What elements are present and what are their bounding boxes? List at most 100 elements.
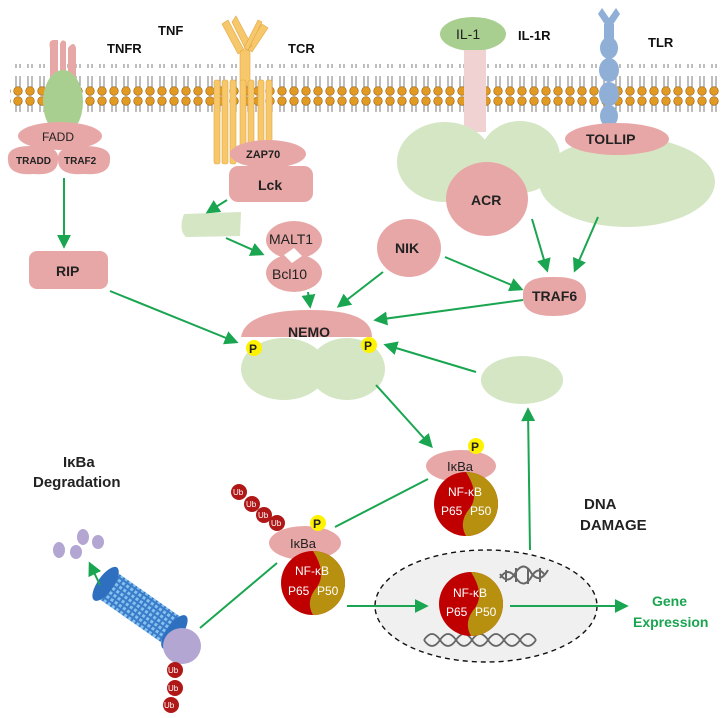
il1-ligand: [440, 17, 506, 51]
phospho-label-left: P: [249, 342, 257, 356]
zap70-label: ZAP70: [246, 149, 280, 161]
lck-node: [229, 166, 313, 202]
il1r-label: IL-1R: [518, 28, 551, 43]
tnf-label: TNF: [158, 23, 183, 38]
tlr-receptor: [598, 8, 620, 127]
arrow-nik-traf6: [444, 256, 524, 292]
tlr-label: TLR: [648, 35, 674, 50]
nik-label: NIK: [395, 240, 419, 256]
p50-label-mid: P50: [317, 584, 339, 598]
line-to-proteasome: [199, 562, 278, 629]
traf6-label: TRAF6: [532, 288, 577, 304]
rip-label: RIP: [56, 263, 79, 279]
traf2-label: TRAF2: [64, 156, 97, 167]
arrow-traf6-nemo: [373, 299, 524, 326]
nfkb-label-nucleus: NF-κB: [453, 586, 487, 600]
tlr-adaptor-complex: [539, 137, 715, 227]
tollip-node: [565, 123, 669, 155]
arrow-proteasome-fragments: [88, 561, 102, 586]
arrow-nemo-ikba: [375, 384, 433, 449]
malt1-node: [266, 221, 322, 259]
ub-label-prot-3: Ub: [164, 701, 175, 710]
proteasome-icon: [92, 566, 201, 664]
nfkb-complex-nucleus: [439, 572, 503, 636]
ub-label-prot-2: Ub: [168, 684, 179, 693]
nemo-phospho-right: [361, 337, 377, 353]
dna-damage-label-1: DNA: [584, 496, 617, 513]
malt1-bcl10-link: [284, 248, 302, 263]
il1-label: IL-1: [456, 26, 480, 42]
ub-label-ikba-3: Ub: [258, 511, 269, 520]
tcr-label: TCR: [288, 41, 315, 56]
arrow-bcl10-nemo: [301, 291, 316, 309]
ub-chain-proteasome: [163, 662, 183, 713]
tollip-label: TOLLIP: [586, 131, 636, 147]
ub-label-ikba-1: Ub: [233, 488, 244, 497]
tnfr-label: TNFR: [107, 41, 142, 56]
fadd-node: [18, 122, 102, 150]
nemo-node: [241, 310, 372, 337]
nfkb-label-mid: NF-κB: [295, 564, 329, 578]
ikba-label-top: IκBa: [447, 459, 474, 474]
adaptor-box: [181, 212, 241, 237]
malt1-label: MALT1: [269, 231, 313, 247]
dna-damage-label-2: DAMAGE: [580, 517, 647, 534]
ikba-degradation-label-2: Degradation: [33, 474, 121, 491]
gene-expression-label-1: Gene: [652, 593, 687, 609]
il1r-receptor: [464, 50, 486, 132]
traf6-node: [522, 276, 587, 316]
p65-label-nucleus: P65: [446, 605, 468, 619]
arrow-nik-nemo: [336, 271, 384, 308]
arrow-rip-nemo: [109, 290, 239, 345]
ub-chain-ikba: [231, 484, 285, 531]
arrow-acr-traf6: [531, 218, 551, 273]
tnfr-receptor: [43, 40, 83, 134]
arrow-tollip-traf6: [573, 216, 599, 273]
ikba-phospho-badge: [468, 438, 484, 454]
fadd-label: FADD: [42, 130, 74, 144]
ikba-ub-node: [269, 526, 341, 560]
nfkb-complex-cytoplasm: [434, 472, 498, 536]
damaged-dna-icon: [499, 565, 549, 585]
tradd-node: [7, 145, 59, 175]
ikba-degradation-label-1: IκBa: [63, 454, 95, 471]
nemo-label: NEMO: [288, 324, 330, 340]
ikk-complex: [241, 338, 385, 400]
nik-node: [377, 219, 441, 277]
ub-label-prot-1: Ub: [168, 666, 179, 675]
nemo-phospho-left: [246, 340, 262, 356]
degraded-ikba-fragments: [53, 529, 104, 559]
bcl10-label: Bcl10: [272, 266, 307, 282]
ikba-phospho-label: P: [471, 440, 479, 454]
rip-node: [29, 251, 108, 289]
arrow-sensor-nemo: [383, 341, 477, 373]
tradd-label: TRADD: [16, 156, 51, 167]
nfkb-complex-bound: [281, 551, 345, 615]
traf2-node: [57, 145, 111, 175]
ikba-ub-phospho-badge: [310, 515, 326, 531]
ikba-label-mid: IκBa: [290, 536, 317, 551]
phospho-label-right: P: [364, 339, 372, 353]
ikba-phospho-node: [426, 450, 496, 482]
tcr-receptor: [213, 15, 273, 165]
gene-expression-label-2: Expression: [633, 614, 708, 630]
p65-label-mid: P65: [288, 584, 310, 598]
ub-label-ikba-4: Ub: [271, 519, 282, 528]
acr-node: [446, 162, 528, 236]
acr-label: ACR: [471, 192, 501, 208]
bcl10-node: [266, 254, 322, 292]
dna-damage-sensor: [481, 356, 563, 404]
p50-label-nucleus: P50: [475, 605, 497, 619]
p50-label-top: P50: [470, 504, 492, 518]
lck-label: Lck: [258, 177, 282, 193]
arrow-lck-box: [205, 199, 228, 214]
nfkb-label-top: NF-κB: [448, 485, 482, 499]
line-ikba-release: [334, 478, 429, 528]
zap70-node: [230, 140, 306, 168]
ikba-ub-phospho-label: P: [313, 517, 321, 531]
arrow-dna-sensor: [521, 407, 536, 551]
ub-label-ikba-2: Ub: [246, 500, 257, 509]
arrow-box-bcl10: [225, 237, 265, 256]
